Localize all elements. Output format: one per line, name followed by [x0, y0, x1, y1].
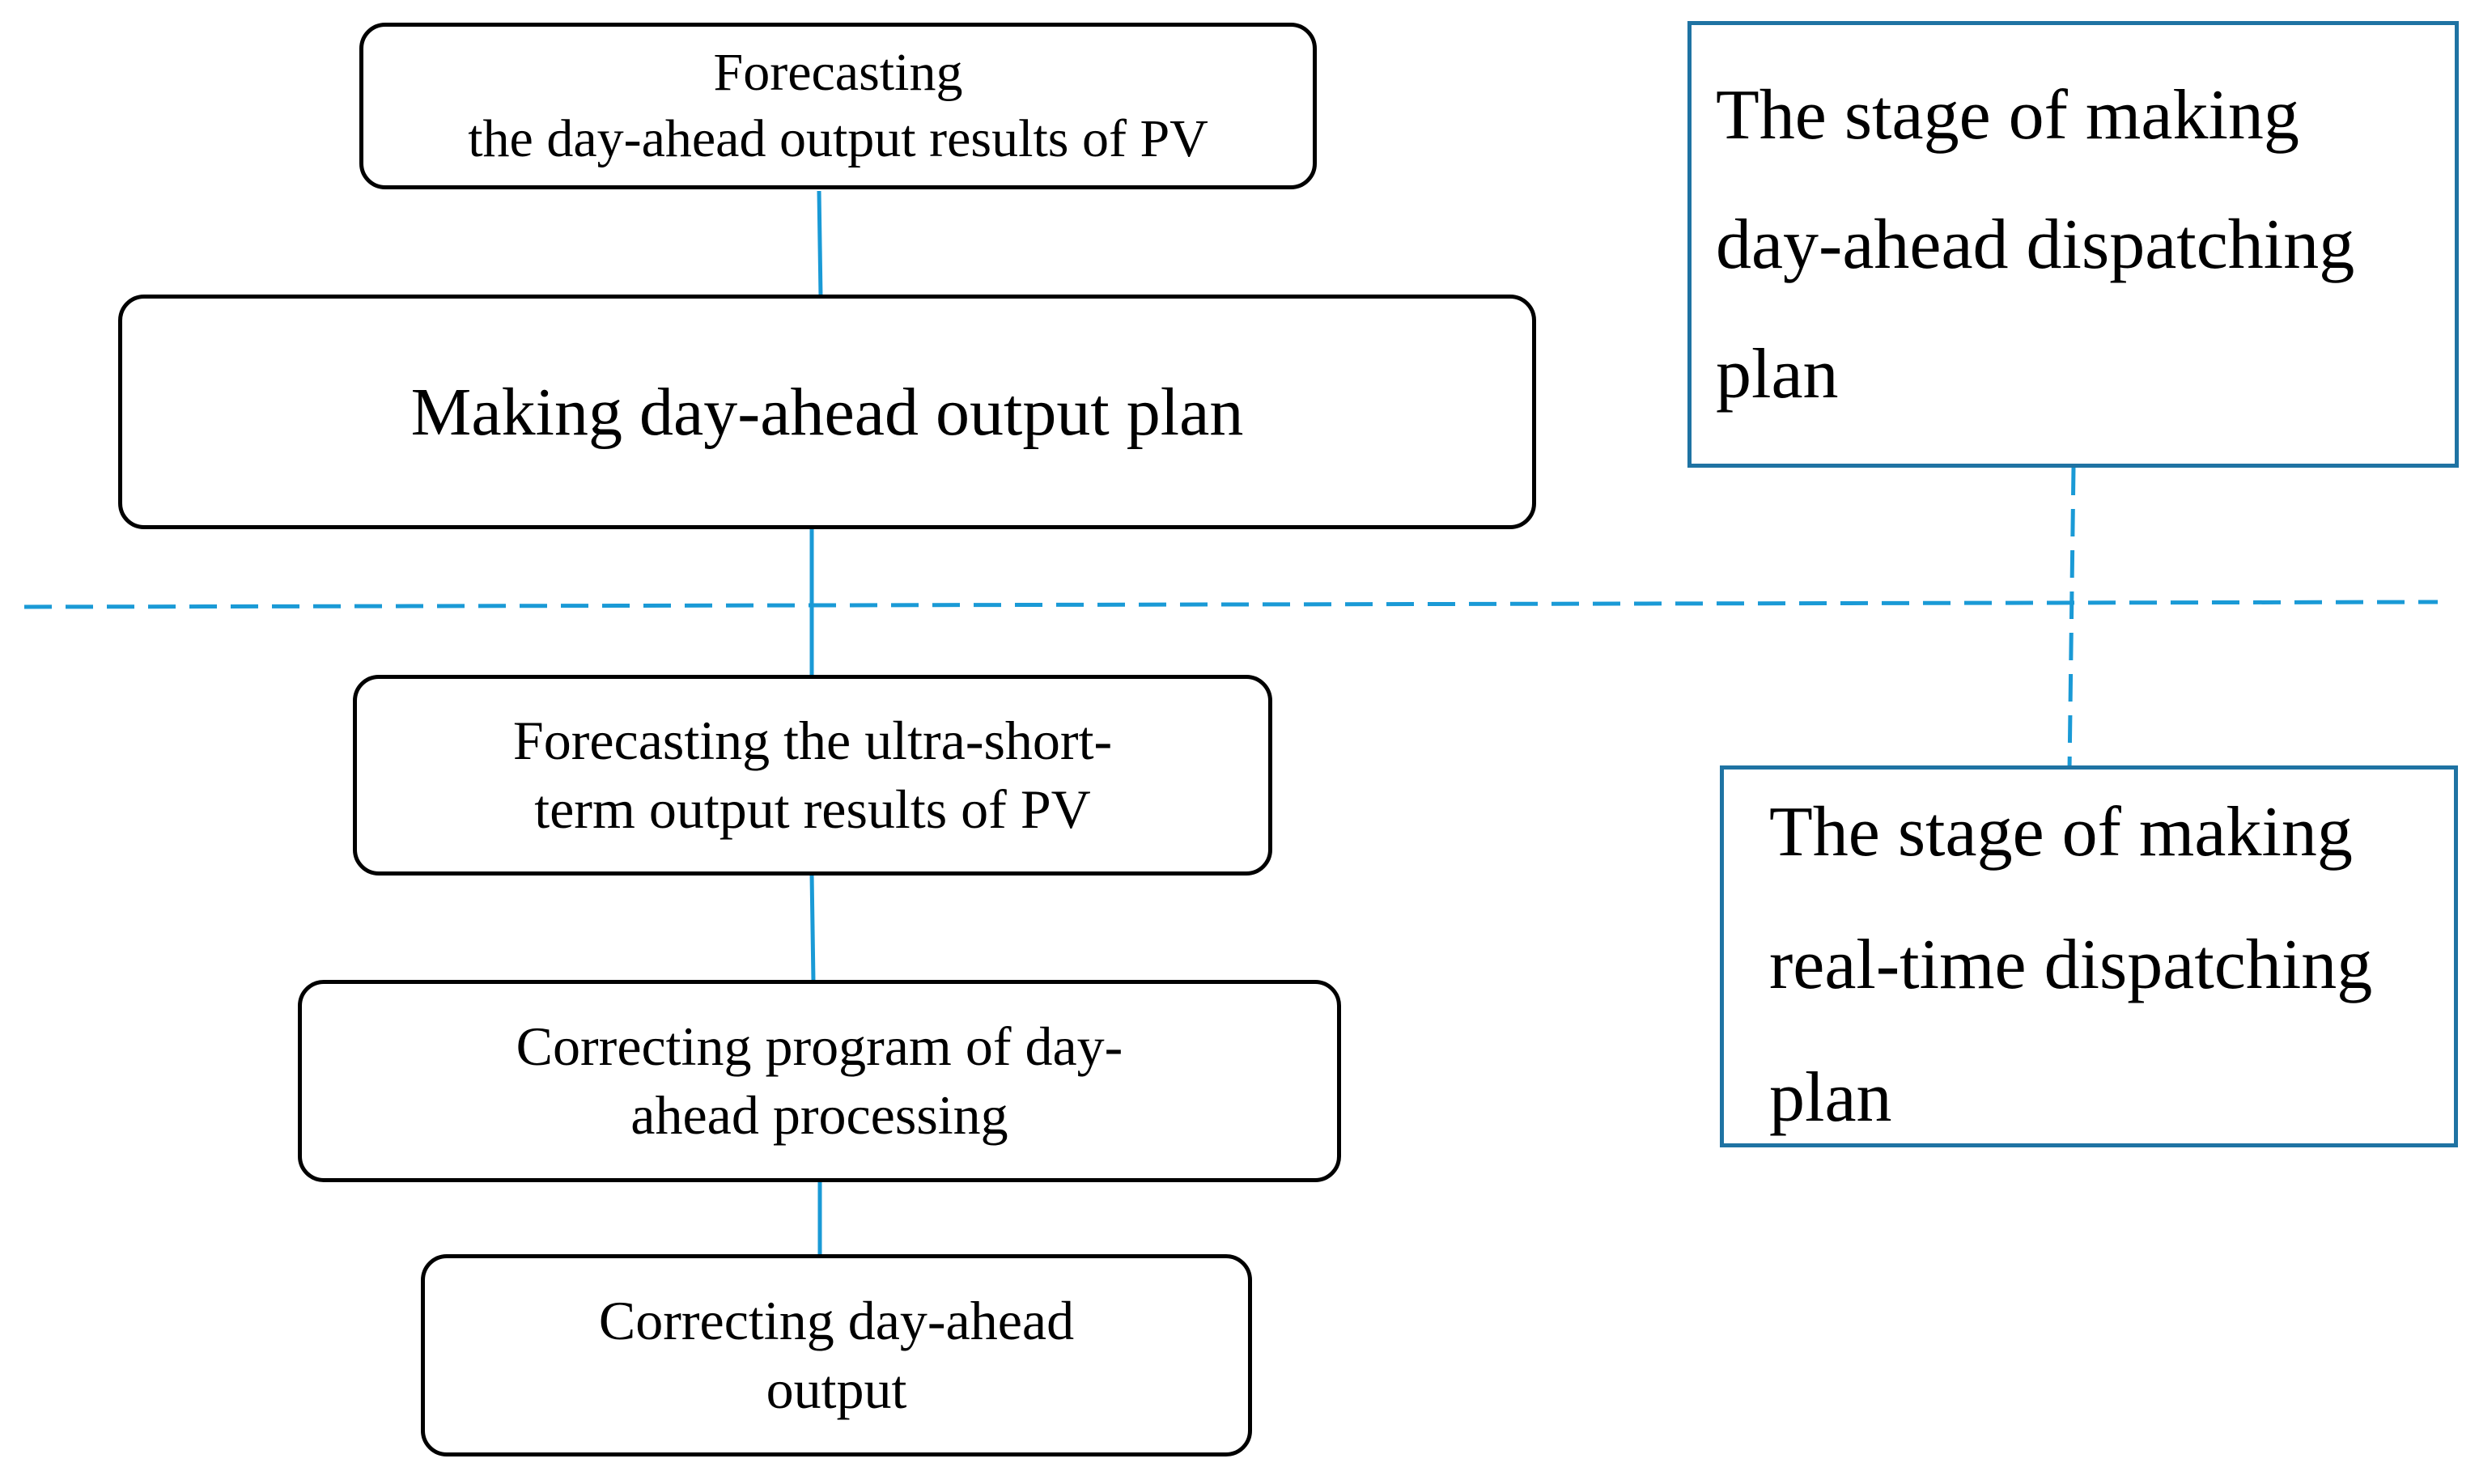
correcting-output-box: Correcting day-ahead output: [421, 1254, 1252, 1456]
forecast-ultra-short-box: Forecasting the ultra-short- term output…: [353, 675, 1272, 876]
correcting-program-box: Correcting program of day- ahead process…: [298, 980, 1341, 1182]
forecast-ultra-short-text: Forecasting the ultra-short- term output…: [512, 710, 1113, 840]
forecast-day-ahead-text: Forecasting the day-ahead output results…: [468, 42, 1208, 169]
connector-ultra-short-to-correcting-program: [809, 873, 816, 982]
correcting-program-text: Correcting program of day- ahead process…: [516, 1015, 1123, 1146]
stage-divider-dashed-line: [23, 600, 2439, 609]
make-day-ahead-plan-text: Making day-ahead output plan: [410, 374, 1244, 450]
day-ahead-stage-box: The stage of making day-ahead dispatchin…: [1687, 21, 2459, 468]
real-time-stage-box: The stage of making real-time dispatchin…: [1720, 765, 2458, 1147]
make-day-ahead-plan-box: Making day-ahead output plan: [118, 295, 1536, 529]
correcting-output-text: Correcting day-ahead output: [598, 1290, 1075, 1420]
forecast-day-ahead-box: Forecasting the day-ahead output results…: [359, 23, 1317, 189]
real-time-stage-text: The stage of making real-time dispatchin…: [1769, 793, 2373, 1137]
connector-stage-dashed: [2067, 467, 2076, 771]
connector-forecast-to-plan: [817, 190, 823, 297]
day-ahead-stage-text: The stage of making day-ahead dispatchin…: [1716, 76, 2355, 413]
